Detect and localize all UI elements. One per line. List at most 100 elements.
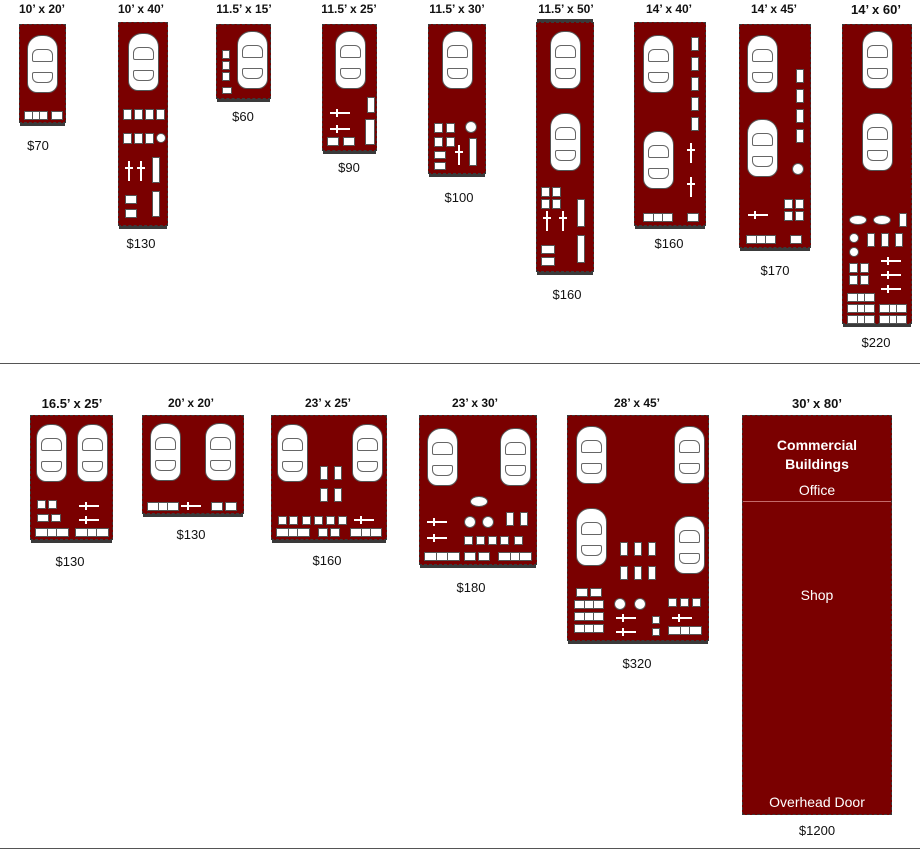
car-icon <box>150 423 181 481</box>
box-icon <box>123 133 132 144</box>
box-icon <box>590 588 602 597</box>
box-icon <box>51 514 61 522</box>
box-icon <box>338 516 347 525</box>
storage-unit-23x25[interactable] <box>271 415 387 543</box>
unit-size-label: 14’ x 60’ <box>851 2 901 17</box>
storage-unit-23x30[interactable] <box>419 415 537 568</box>
box-icon <box>784 211 793 221</box>
commercial-building-30x80[interactable]: Commercial Buildings Office Shop Overhea… <box>742 415 892 815</box>
unit-price-label: $130 <box>55 554 85 569</box>
office-divider <box>743 501 891 502</box>
storage-unit-20x20[interactable] <box>142 415 244 517</box>
bicycle-icon <box>559 211 567 231</box>
box-icon <box>330 528 340 537</box>
office-label: Office <box>798 482 836 498</box>
unit-size-label: 14’ x 45’ <box>750 2 798 16</box>
car-icon <box>747 35 778 93</box>
box-icon <box>446 123 455 133</box>
box-icon <box>648 566 656 580</box>
car-icon <box>500 428 531 486</box>
unit-price-label: $130 <box>176 527 206 542</box>
storage-unit-10x20[interactable] <box>19 24 66 126</box>
box-icon <box>464 536 473 545</box>
unit-size-label: 23’ x 25’ <box>304 396 352 410</box>
box-icon <box>541 257 555 266</box>
box-icon <box>222 61 230 70</box>
shelf-icon <box>498 552 532 561</box>
box-icon <box>327 137 339 146</box>
shelf-icon <box>35 528 69 537</box>
storage-unit-16.5x25[interactable] <box>30 415 113 543</box>
barrel-icon <box>614 598 626 610</box>
box-icon <box>796 109 804 123</box>
row-divider <box>0 363 920 364</box>
barrel-icon <box>849 247 859 257</box>
box-icon <box>37 514 49 522</box>
car-icon <box>862 31 893 89</box>
box-icon <box>795 199 804 209</box>
box-icon <box>318 528 328 537</box>
car-icon <box>576 508 607 566</box>
storage-unit-14x40[interactable] <box>634 22 706 229</box>
box-icon <box>795 211 804 221</box>
bicycle-icon <box>427 518 447 526</box>
car-icon <box>674 516 705 574</box>
shelf-icon <box>24 111 48 120</box>
box-icon <box>488 536 497 545</box>
bicycle-icon <box>881 285 901 293</box>
door-marker <box>119 226 167 229</box>
car-icon <box>352 424 383 482</box>
box-icon <box>367 97 375 113</box>
box-icon <box>51 111 63 120</box>
storage-unit-11.5x25[interactable] <box>322 24 377 154</box>
barrel-icon <box>792 163 804 175</box>
box-icon <box>343 137 355 146</box>
bicycle-icon <box>354 516 374 524</box>
box-icon <box>849 275 858 285</box>
door-marker <box>429 174 485 177</box>
box-icon <box>152 157 160 183</box>
storage-unit-11.5x30[interactable] <box>428 24 486 177</box>
storage-unit-10x40[interactable] <box>118 22 168 229</box>
bicycle-icon <box>455 145 463 165</box>
box-icon <box>552 199 561 209</box>
commercial-title: Commercial Buildings <box>776 437 858 472</box>
storage-unit-14x60[interactable] <box>842 24 912 327</box>
storage-unit-11.5x15[interactable] <box>216 24 271 102</box>
unit-size-label: 11.5’ x 15’ <box>216 2 272 16</box>
box-icon <box>365 119 375 145</box>
unit-size-label: 28’ x 45’ <box>613 396 661 410</box>
shelf-icon <box>746 235 776 244</box>
storage-unit-14x45[interactable] <box>739 24 811 251</box>
box-icon <box>520 512 528 526</box>
shelf-icon <box>847 304 875 313</box>
box-icon <box>790 235 802 244</box>
box-icon <box>434 137 443 147</box>
box-icon <box>691 117 699 131</box>
storage-unit-28x45[interactable] <box>567 415 709 644</box>
unit-price-label: $60 <box>232 109 254 124</box>
box-icon <box>648 542 656 556</box>
box-icon <box>314 516 323 525</box>
shelf-icon <box>276 528 310 537</box>
box-icon <box>123 109 132 120</box>
shelf-icon <box>668 626 702 635</box>
car-icon <box>550 31 581 89</box>
shelf-icon <box>350 528 382 537</box>
car-icon <box>128 33 159 91</box>
bicycle-icon <box>687 177 695 197</box>
box-icon <box>867 233 875 247</box>
unit-size-label: 23’ x 30’ <box>451 396 499 410</box>
barrel-icon <box>849 233 859 243</box>
box-icon <box>145 109 154 120</box>
storage-unit-11.5x50[interactable] <box>536 19 594 275</box>
overhead-door-label: Overhead Door <box>769 794 865 810</box>
unit-size-label: 10’ x 20’ <box>18 2 66 16</box>
box-icon <box>225 502 237 511</box>
unit-size-label: 10’ x 40’ <box>117 2 165 16</box>
box-icon <box>434 151 446 159</box>
unit-size-label: 14’ x 40’ <box>645 2 693 16</box>
shelf-icon <box>643 213 673 222</box>
box-icon <box>476 536 485 545</box>
barrel-icon <box>634 598 646 610</box>
